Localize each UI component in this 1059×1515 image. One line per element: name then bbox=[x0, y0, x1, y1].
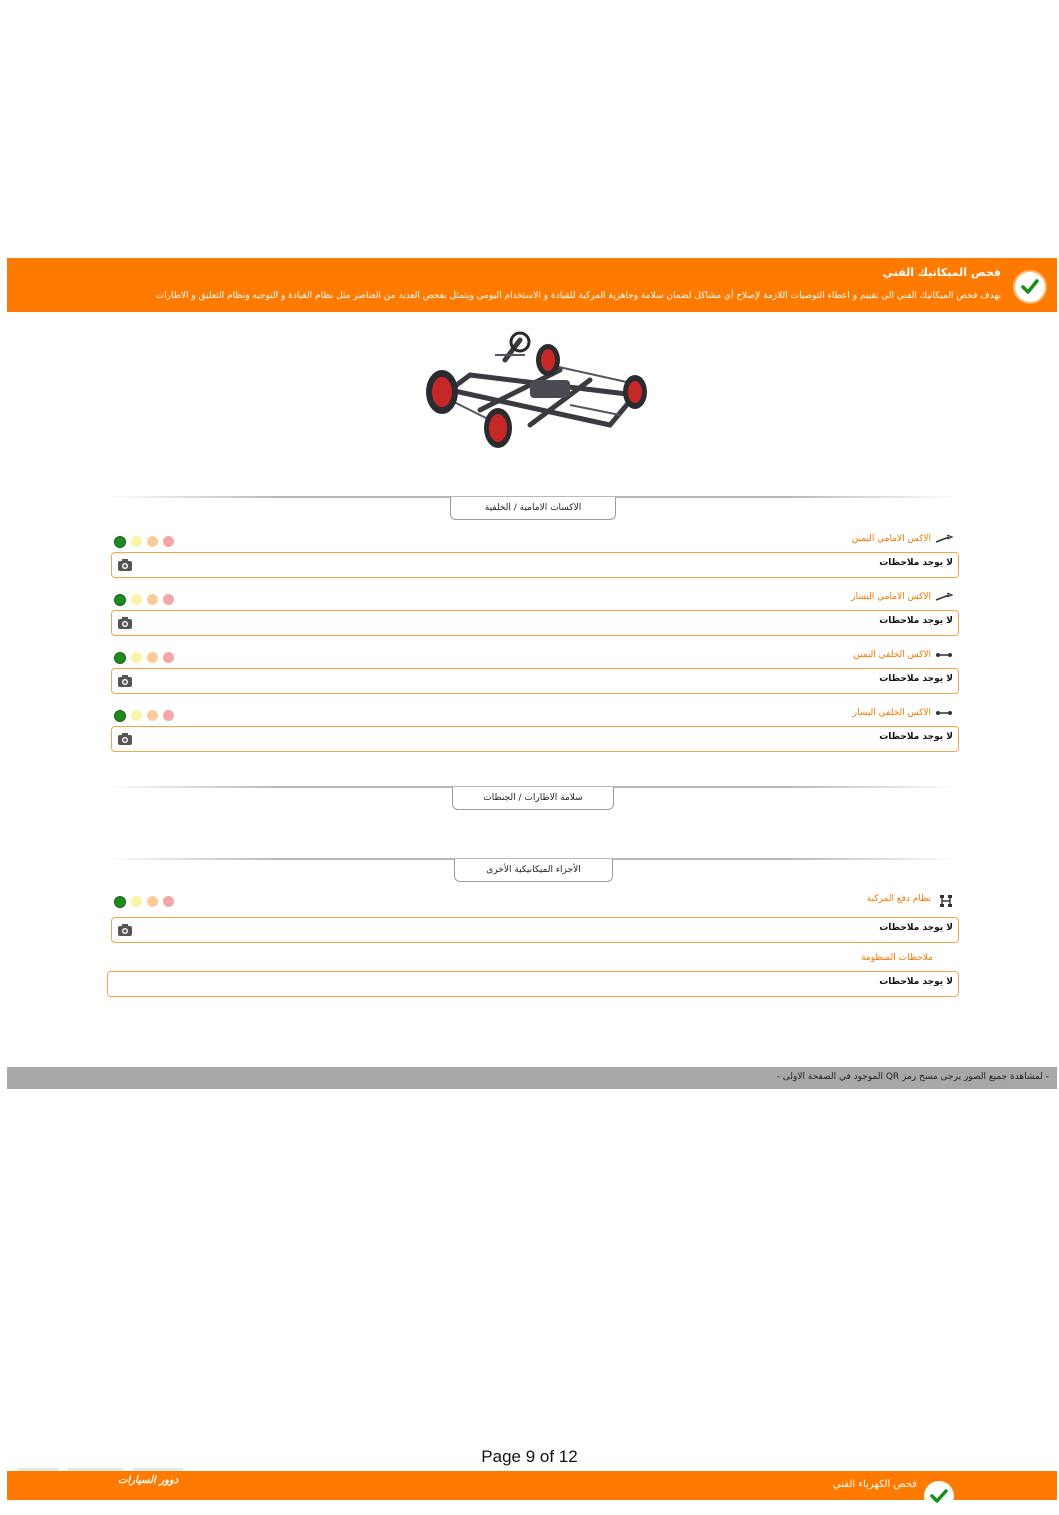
section-description: يهدف فحص الميكانيك الفني الى تقييم و اعط… bbox=[155, 291, 1001, 301]
check-circle-icon bbox=[924, 1481, 954, 1511]
rear-axle-icon bbox=[935, 650, 953, 660]
item-note-box: لا يوجد ملاحظات bbox=[111, 668, 959, 694]
item-label: الاكس الخلفي اليمين bbox=[853, 650, 953, 660]
check-circle-icon bbox=[1013, 270, 1047, 304]
item-label: الاكس الخلفي اليسار bbox=[853, 708, 953, 718]
qr-notice-bar: - لمشاهدة جميع الصور يرجى مسح رمز QR الم… bbox=[7, 1067, 1057, 1089]
front-axle-icon bbox=[935, 592, 954, 602]
chassis-image bbox=[410, 330, 660, 460]
status-dot-green bbox=[114, 710, 126, 722]
drivetrain-icon bbox=[935, 894, 953, 907]
status-dot-green bbox=[114, 652, 126, 664]
status-dot-orange bbox=[147, 652, 158, 663]
item-label: نظام دفع المركبة bbox=[867, 894, 953, 907]
status-dot-green bbox=[114, 536, 126, 548]
item-label: الاكس الامامي اليمين bbox=[852, 534, 954, 544]
item-note: لا يوجد ملاحظات bbox=[879, 923, 953, 933]
status-dot-red bbox=[163, 710, 174, 721]
item-label: الاكس الامامي اليسار bbox=[851, 592, 954, 602]
item-note-box: لا يوجد ملاحظات bbox=[111, 610, 959, 636]
section-tab-tires: سلامة الاطارات / الجنطات bbox=[452, 787, 614, 810]
status-indicator bbox=[114, 896, 174, 908]
status-dot-red bbox=[163, 536, 174, 547]
item-note-box: لا يوجد ملاحظات bbox=[111, 726, 959, 752]
logo-lines bbox=[18, 1468, 183, 1471]
item-note-box: لا يوجد ملاحظات bbox=[111, 917, 959, 943]
camera-icon[interactable] bbox=[117, 673, 133, 689]
status-indicator bbox=[114, 652, 174, 664]
status-dot-orange bbox=[147, 594, 158, 605]
next-section-title: فحص الكهرباء الفني bbox=[832, 1479, 917, 1490]
rear-axle-icon bbox=[935, 708, 953, 718]
item-note: لا يوجد ملاحظات bbox=[879, 558, 953, 568]
qr-notice-text: - لمشاهدة جميع الصور يرجى مسح رمز QR الم… bbox=[776, 1072, 1049, 1082]
camera-icon[interactable] bbox=[117, 557, 133, 573]
section-header-banner: فحص الميكانيك الفني يهدف فحص الميكانيك ا… bbox=[7, 258, 1057, 312]
status-dot-orange bbox=[147, 710, 158, 721]
status-dot-red bbox=[163, 652, 174, 663]
status-indicator bbox=[114, 536, 174, 548]
next-section-banner: فحص الكهرباء الفني bbox=[7, 1471, 1057, 1511]
item-note-box: لا يوجد ملاحظات bbox=[111, 552, 959, 578]
status-indicator bbox=[114, 710, 174, 722]
brand-logo: دوور السيارات bbox=[118, 1475, 179, 1486]
status-indicator bbox=[114, 594, 174, 606]
status-dot-green bbox=[114, 896, 126, 908]
item-note: لا يوجد ملاحظات bbox=[879, 616, 953, 626]
status-dot-yellow bbox=[131, 536, 142, 547]
item-note: لا يوجد ملاحظات bbox=[879, 674, 953, 684]
section-tab-other-parts: الأجزاء الميكانيكية الأخرى bbox=[454, 859, 613, 882]
section-title: فحص الميكانيك الفني bbox=[882, 266, 1001, 279]
section-tab-axles: الاكسات الامامية / الخلفية bbox=[450, 497, 616, 520]
system-notes-label: ملاحظات المنظومة bbox=[860, 953, 933, 963]
camera-icon[interactable] bbox=[117, 731, 133, 747]
status-dot-yellow bbox=[131, 896, 142, 907]
system-notes-value: لا يوجد ملاحظات bbox=[879, 977, 953, 987]
status-dot-green bbox=[114, 594, 126, 606]
camera-icon[interactable] bbox=[117, 922, 133, 938]
status-dot-red bbox=[163, 594, 174, 605]
status-dot-red bbox=[163, 896, 174, 907]
status-dot-yellow bbox=[131, 710, 142, 721]
status-dot-orange bbox=[147, 536, 158, 547]
front-axle-icon bbox=[935, 534, 954, 544]
page-number: Page 9 of 12 bbox=[481, 1447, 578, 1466]
item-note: لا يوجد ملاحظات bbox=[879, 732, 953, 742]
status-dot-orange bbox=[147, 896, 158, 907]
camera-icon[interactable] bbox=[117, 615, 133, 631]
system-notes-box: لا يوجد ملاحظات bbox=[107, 971, 959, 997]
status-dot-yellow bbox=[131, 652, 142, 663]
status-dot-yellow bbox=[131, 594, 142, 605]
